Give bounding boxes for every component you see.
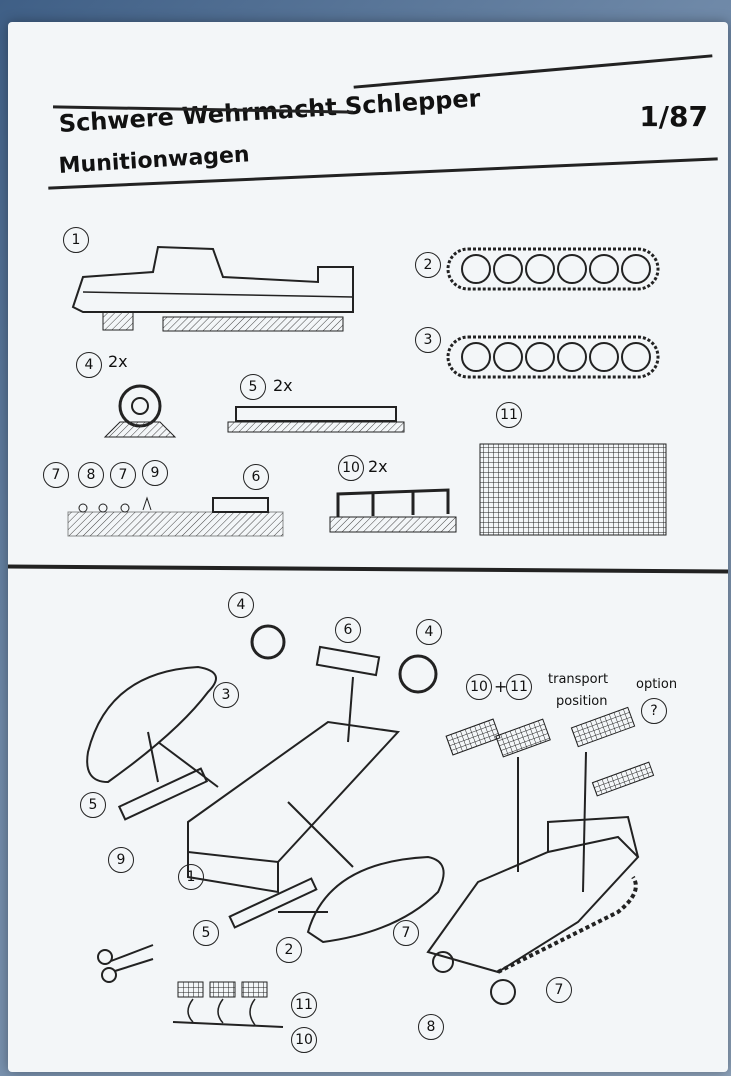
net-mount-detail xyxy=(168,977,288,1037)
part-number-8: 8 xyxy=(78,462,104,488)
vehicle-assembled-view xyxy=(408,706,655,1032)
part-number-2: 2 xyxy=(415,252,441,278)
title-rule-top-right xyxy=(353,54,713,89)
instruction-sheet: Schwere Wehrmacht Schlepper Munitionwage… xyxy=(7,22,729,1072)
part-number-7b: 7 xyxy=(110,462,136,488)
part-number-9: 9 xyxy=(142,460,168,486)
option-question-mark: ? xyxy=(641,698,667,724)
wheel-drawing xyxy=(100,382,180,440)
assembly-exploded-view xyxy=(68,612,448,944)
assy-number-4a: 4 xyxy=(228,592,254,618)
part-number-7a: 7 xyxy=(43,462,69,488)
part-number-10: 10 xyxy=(338,455,364,481)
title-block: Schwere Wehrmacht Schlepper Munitionwage… xyxy=(48,84,728,212)
section-divider xyxy=(7,564,729,574)
assy-number-10: 10 xyxy=(466,674,492,700)
rack-drawing xyxy=(328,482,458,537)
assy-number-9: 9 xyxy=(108,847,134,873)
assy-number-4b: 4 xyxy=(416,619,442,645)
assy-number-2: 2 xyxy=(276,937,302,963)
small-parts-sprue xyxy=(63,492,288,540)
assy-number-7b: 7 xyxy=(546,977,572,1003)
scissors-icon xyxy=(93,937,163,987)
track-drawing-2 xyxy=(446,244,661,294)
side-plate-drawing xyxy=(226,402,406,437)
part-4-quantity: 2x xyxy=(108,352,128,371)
scale-label: 1/87 xyxy=(639,100,708,133)
assy-number-5b: 5 xyxy=(193,920,219,946)
track-drawing-3 xyxy=(446,332,661,382)
assy-number-7a: 7 xyxy=(393,920,419,946)
assy-plus-sign: + xyxy=(494,677,508,696)
assy-number-8: 8 xyxy=(418,1014,444,1040)
assy-number-5a: 5 xyxy=(80,792,106,818)
netting-drawing xyxy=(478,442,668,537)
part-number-5: 5 xyxy=(240,374,266,400)
part-number-4: 4 xyxy=(76,352,102,378)
part-10-quantity: 2x xyxy=(368,457,388,476)
part-5-quantity: 2x xyxy=(273,376,293,395)
part-number-1: 1 xyxy=(63,227,89,253)
part-number-3: 3 xyxy=(415,327,441,353)
hull-drawing xyxy=(63,237,363,342)
option-label: option xyxy=(636,677,678,692)
assy-number-10b: 10 xyxy=(291,1027,317,1053)
assy-number-11: 11 xyxy=(506,674,532,700)
part-number-6: 6 xyxy=(243,464,269,490)
assy-number-3: 3 xyxy=(213,682,239,708)
part-number-11: 11 xyxy=(496,402,522,428)
assy-number-11b: 11 xyxy=(291,992,317,1018)
position-label: position xyxy=(556,694,608,709)
assy-number-6: 6 xyxy=(335,617,361,643)
transport-label: transport xyxy=(548,672,609,687)
kit-subtitle: Munitionwagen xyxy=(58,142,251,179)
